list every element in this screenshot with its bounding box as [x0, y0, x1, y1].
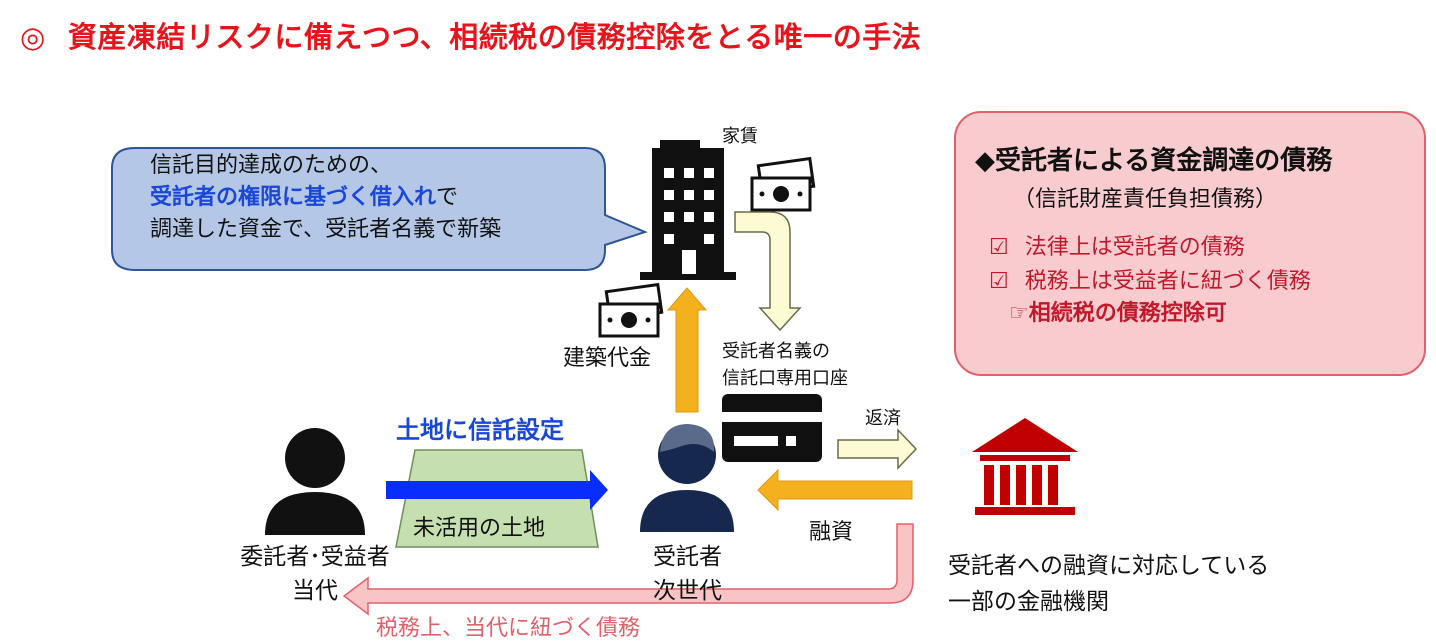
- settlor-line-2: 当代: [292, 578, 338, 604]
- debt-info-text: ◆受託者による資金調達の債務 （信託財産責任負担債務） ☑法律上は受託者の債務 …: [975, 140, 1415, 329]
- bank-line-1: 受託者への融資に対応している: [948, 553, 1270, 579]
- trust-setting-label: 土地に信託設定: [396, 416, 564, 444]
- trustee-line-2: 次世代: [653, 578, 722, 604]
- trust-account-label: 受託者名義の 信託口専用口座: [722, 338, 848, 392]
- callout-text: 信託目的達成のための、 受託者の権限に基づく借入れで 調達した資金で、受託者名義…: [150, 150, 501, 246]
- settlor-person-icon: [265, 428, 365, 535]
- callout-line-1: 信託目的達成のための、: [150, 153, 393, 178]
- trustee-label: 受託者 次世代: [630, 540, 745, 608]
- check-item-tax: ☑ 税務上は受益者に紐づく債務: [989, 265, 1415, 299]
- bank-label: 受託者への融資に対応している 一部の金融機関: [948, 548, 1269, 620]
- unused-land-label: 未活用の土地: [413, 516, 546, 541]
- loan-arrow: [757, 468, 913, 512]
- callout-line-3: 調達した資金で、受託者名義で新築: [150, 217, 502, 242]
- debt-subtitle: （信託財産責任負担債務）: [1013, 187, 1278, 212]
- construction-cost-label: 建築代金: [563, 346, 652, 371]
- trustee-person-icon: [640, 424, 734, 532]
- tax-arrow-label: 税務上、当代に紐づく債務: [376, 616, 641, 641]
- callout-line-2: 受託者の権限に基づく借入れで: [150, 182, 501, 214]
- trust-setting-arrow: [386, 470, 608, 510]
- trustee-line-1: 受託者: [653, 544, 722, 570]
- bank-line-2: 一部の金融機関: [948, 589, 1109, 615]
- bank-icon: [972, 418, 1078, 515]
- callout-line-2-rest: で: [436, 185, 459, 210]
- loan-label: 融資: [809, 520, 854, 545]
- debt-title: ◆受託者による資金調達の債務: [975, 146, 1333, 176]
- trust-account-line-1: 受託者名義の: [722, 341, 830, 362]
- rent-arrow: [734, 211, 802, 332]
- building-icon: [640, 140, 736, 280]
- repayment-arrow: [837, 428, 918, 470]
- check-item-tax-text: 税務上は受益者に紐づく債務: [1024, 269, 1311, 294]
- settlor-label: 委託者･受益者 当代: [200, 540, 430, 608]
- construction-money-icon: [598, 282, 664, 338]
- trust-account-card-icon: [722, 394, 822, 462]
- callout-bubble: [111, 147, 648, 271]
- trust-account-line-2: 信託口専用口座: [722, 368, 848, 389]
- page-title: ◎ 資産凍結リスクに備えつつ、相続税の債務控除をとる唯一の手法: [20, 14, 921, 56]
- callout-line-2-bold: 受託者の権限に基づく借入れ: [150, 185, 437, 210]
- deduction-line: ☞相続税の債務控除可: [1009, 301, 1227, 326]
- check-item-legal-text: 法律上は受託者の債務: [1024, 235, 1245, 260]
- checkbox-icon: ☑: [989, 269, 1009, 294]
- settlor-line-1: 委託者･受益者: [240, 544, 390, 570]
- rent-money-icon: [750, 156, 816, 212]
- title-text: 資産凍結リスクに備えつつ、相続税の債務控除をとる唯一の手法: [67, 20, 922, 54]
- construction-cost-arrow: [666, 287, 708, 413]
- check-item-legal: ☑ 法律上は受託者の債務: [989, 231, 1415, 265]
- rent-label: 家賃: [722, 126, 758, 147]
- tax-debt-arrow: [342, 523, 914, 616]
- title-mark: ◎: [20, 20, 46, 54]
- checkbox-icon: ☑: [989, 235, 1009, 260]
- debt-info-box: [954, 111, 1426, 376]
- repayment-label: 返済: [865, 408, 901, 429]
